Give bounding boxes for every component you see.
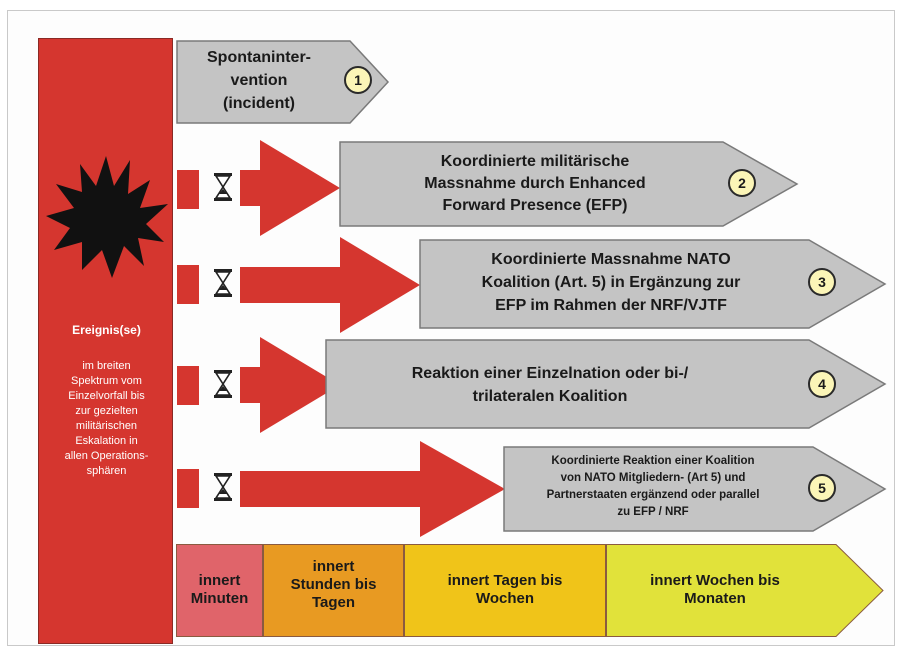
response-text-4: Reaktion einer Einzelnation oder bi-/ tr… <box>350 362 750 408</box>
response-line: Forward Presence (EFP) <box>442 197 628 214</box>
response-line: (incident) <box>223 95 295 112</box>
timeline-segment-3 <box>404 544 606 637</box>
timeline-label-2: innert Stunden bis Tagen <box>263 558 404 612</box>
event-description-line: sphären <box>86 465 127 477</box>
event-description: im breiten Spektrum vom Einzelvorfall bi… <box>39 359 174 479</box>
event-description-line: Spektrum vom <box>71 375 142 387</box>
timeline-line: innert Tagen bis <box>447 572 563 589</box>
timeline-line: Minuten <box>190 590 249 607</box>
response-line: Reaktion einer Einzelnation oder bi-/ <box>411 365 689 382</box>
response-text-2: Koordinierte militärische Massnahme durc… <box>350 151 720 217</box>
response-text-5: Koordinierte Reaktion einer Koalition vo… <box>508 453 798 521</box>
response-box-5 <box>503 446 887 532</box>
arrow-2 <box>240 140 340 236</box>
timeline-line: Tagen <box>311 594 356 611</box>
timeline-line: Monaten <box>684 590 746 607</box>
event-description-line: zur gezielten <box>75 405 138 417</box>
timeline-segment-2 <box>263 544 404 637</box>
event-description-line: militärischen <box>75 420 138 432</box>
timeline-segment-1 <box>176 544 263 637</box>
timeline-line: innert Wochen bis <box>650 572 780 589</box>
arrow-5 <box>240 441 505 537</box>
arrow-3 <box>240 237 420 333</box>
timeline-line: Stunden bis <box>290 576 377 593</box>
timeline-line: innert <box>198 572 241 589</box>
number-badge-2: 2 <box>728 169 756 197</box>
response-line: Koalition (Art. 5) in Ergänzung zur <box>481 274 741 291</box>
response-line: Spontaninter- <box>207 49 311 66</box>
marker-block <box>177 265 199 304</box>
response-box-3 <box>419 239 887 329</box>
marker-block <box>177 469 199 508</box>
response-line: Partnerstaaten ergänzend oder parallel <box>546 489 760 501</box>
number-badge-5: 5 <box>808 474 836 502</box>
timeline-label-3: innert Tagen bis Wochen <box>404 572 606 608</box>
event-column: Ereignis(se) im breiten Spektrum vom Ein… <box>38 38 173 644</box>
response-text-3: Koordinierte Massnahme NATO Koalition (A… <box>426 248 796 317</box>
timeline-line: Wochen <box>475 590 535 607</box>
timeline-segment-4 <box>606 544 884 637</box>
response-box-4 <box>325 339 887 429</box>
response-line: Koordinierte Massnahme NATO <box>491 251 731 268</box>
response-line: vention <box>230 72 288 89</box>
hourglass-icon <box>214 269 232 297</box>
event-description-line: Eskalation in <box>75 435 138 447</box>
response-line: EFP im Rahmen der NRF/VJTF <box>495 297 727 314</box>
number-badge-4: 4 <box>808 370 836 398</box>
response-line: Massnahme durch Enhanced <box>424 175 646 192</box>
response-text-1: Spontaninter- vention (incident) <box>184 46 334 115</box>
event-title: Ereignis(se) <box>72 323 141 337</box>
arrow-4 <box>240 337 340 433</box>
response-line: zu EFP / NRF <box>617 506 689 518</box>
explosion-icon <box>46 156 168 278</box>
hourglass-icon <box>214 370 232 398</box>
event-description-line: Einzelvorfall bis <box>68 390 145 402</box>
response-line: von NATO Mitgliedern- (Art 5) und <box>560 472 746 484</box>
hourglass-icon <box>214 173 232 201</box>
response-line: Koordinierte Reaktion einer Koalition <box>551 455 755 467</box>
event-description-line: allen Operations- <box>64 450 149 462</box>
timeline-label-4: innert Wochen bis Monaten <box>606 572 824 608</box>
timeline-line: innert <box>312 558 355 575</box>
response-box-2 <box>339 141 799 227</box>
timeline-label-1: innert Minuten <box>176 572 263 608</box>
response-line: Koordinierte militärische <box>440 153 630 170</box>
marker-block <box>177 366 199 405</box>
marker-block <box>177 170 199 209</box>
event-description-line: im breiten <box>82 360 131 372</box>
response-line: trilateralen Koalition <box>472 388 628 405</box>
response-box-1 <box>176 40 390 124</box>
hourglass-icon <box>214 473 232 501</box>
number-badge-1: 1 <box>344 66 372 94</box>
number-badge-3: 3 <box>808 268 836 296</box>
